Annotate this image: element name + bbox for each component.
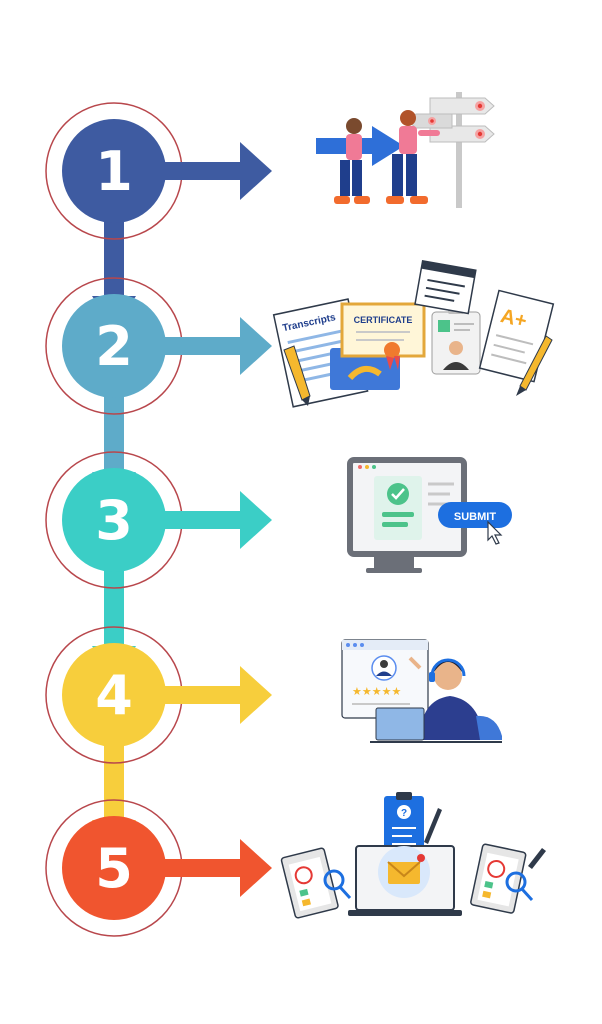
- rating-stars: ★★★★★: [352, 685, 401, 698]
- step-circle: [62, 294, 166, 398]
- step-circle: [62, 816, 166, 920]
- step-arrow-head: [240, 142, 272, 200]
- step-number: 2: [95, 315, 133, 378]
- results-email-illustration: ?: [280, 792, 546, 919]
- step-circle: [62, 119, 166, 223]
- directions-signpost-team-illustration: [316, 92, 495, 208]
- question-mark: ?: [401, 808, 407, 819]
- online-interview-illustration: ★★★★★: [341, 639, 502, 743]
- certificate-label: CERTIFICATE: [354, 315, 413, 325]
- step-arrow-shaft: [160, 511, 242, 529]
- step-1: 1: [45, 102, 272, 240]
- step-arrow-head: [240, 666, 272, 724]
- step-arrow-head: [240, 839, 272, 897]
- step-number: 1: [95, 140, 133, 203]
- step-3: 3: [45, 451, 272, 589]
- documents-certificate-illustration: Transcripts CERTIFICATE: [272, 259, 555, 408]
- step-arrow-shaft: [160, 859, 242, 877]
- step-arrow-shaft: [160, 162, 242, 180]
- step-arrow-head: [240, 491, 272, 549]
- step-circle: [62, 643, 166, 747]
- step-number: 5: [95, 837, 133, 900]
- step-arrow-head: [240, 317, 272, 375]
- step-2: 2: [45, 277, 272, 415]
- step-4: 4: [45, 626, 272, 764]
- step-arrow-shaft: [160, 337, 242, 355]
- step-number: 4: [95, 664, 133, 727]
- step-circle: [62, 468, 166, 572]
- step-number: 3: [95, 489, 133, 552]
- step-5: 5: [45, 799, 272, 937]
- computer-submit-illustration: SUBMIT: [347, 457, 512, 573]
- submit-label: SUBMIT: [454, 511, 496, 523]
- step-arrow-shaft: [160, 686, 242, 704]
- submit-button-illustration: [438, 502, 512, 528]
